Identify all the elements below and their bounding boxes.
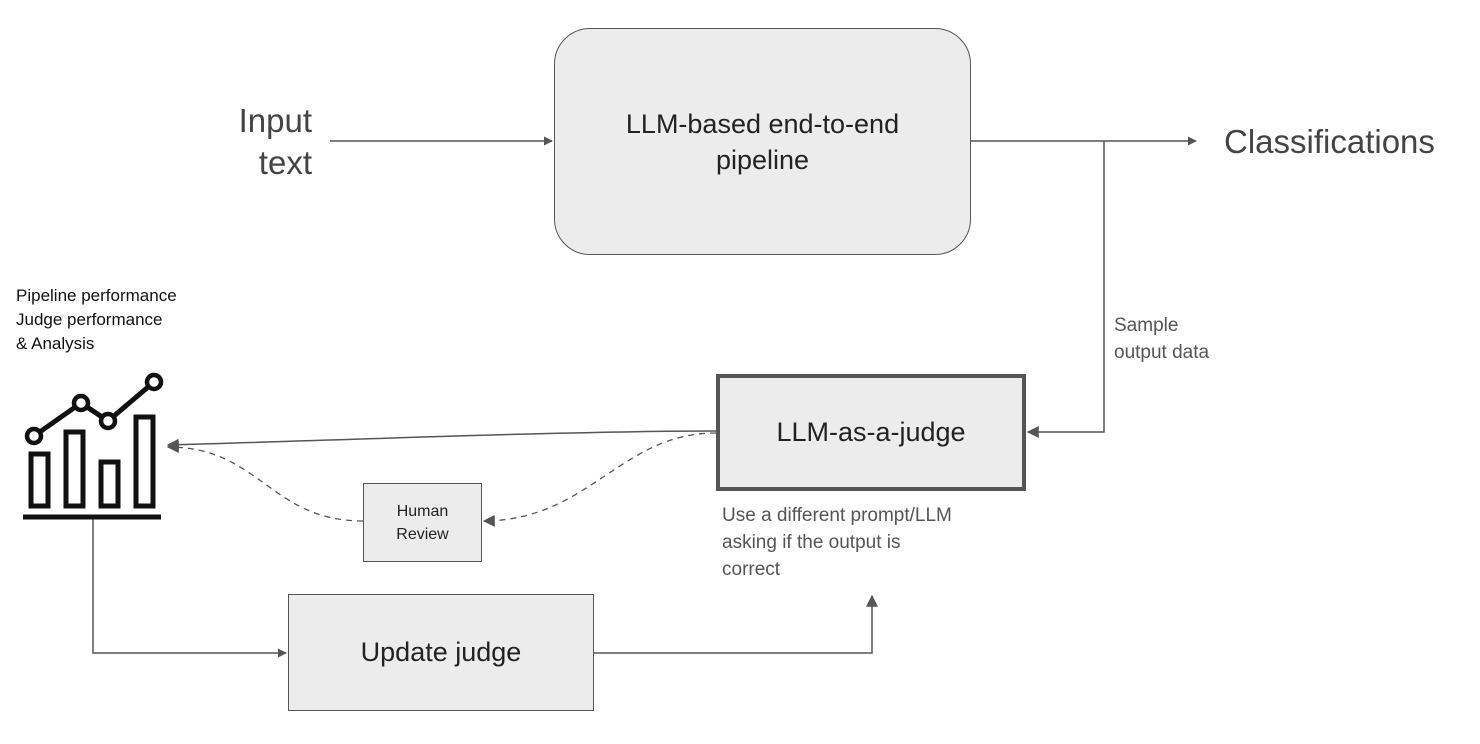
arrow-judge-to-analysis [166, 430, 717, 451]
dashed-arrow-human-review-to-analysis [166, 441, 364, 522]
input-text-label: Input text [238, 102, 312, 181]
chart-icon-point-3 [98, 411, 118, 431]
llm-judge-box: LLM-as-a-judge [716, 374, 1026, 491]
dashed-arrow-judge-to-human-review [482, 432, 717, 527]
chart-icon-point-1 [24, 426, 44, 446]
chart-icon-bar-3 [98, 459, 121, 509]
human-review-label: Human Review [396, 502, 449, 543]
chart-icon-bar-2 [63, 429, 86, 509]
classifications-label: Classifications [1224, 123, 1435, 160]
bar-chart-with-trend-line-icon [23, 372, 164, 520]
update-judge-label: Update judge [360, 637, 522, 667]
chart-icon-bar-4 [133, 414, 156, 509]
arrow-analysis-to-update-judge [92, 518, 287, 658]
pipeline-label: LLM-based end-to-end pipeline [625, 108, 900, 175]
pipeline-box: LLM-based end-to-end pipeline [554, 28, 971, 255]
analysis-label: Pipeline performance Judge performance &… [16, 286, 177, 353]
chart-icon-trend-line [32, 380, 156, 439]
chart-icon-point-2 [71, 393, 91, 413]
update-judge-box: Update judge [288, 594, 594, 711]
human-review-box: Human Review [363, 483, 482, 562]
chart-icon-bar-1 [28, 451, 51, 509]
arrow-update-judge-to-judge [594, 594, 878, 654]
llm-judge-note: Use a different prompt/LLM asking if the… [722, 505, 952, 580]
chart-icon-point-4 [144, 372, 164, 392]
sample-output-data-label: Sample output data [1114, 315, 1210, 363]
llm-judge-label: LLM-as-a-judge [776, 417, 966, 447]
arrow-sample-to-judge [1026, 141, 1105, 438]
